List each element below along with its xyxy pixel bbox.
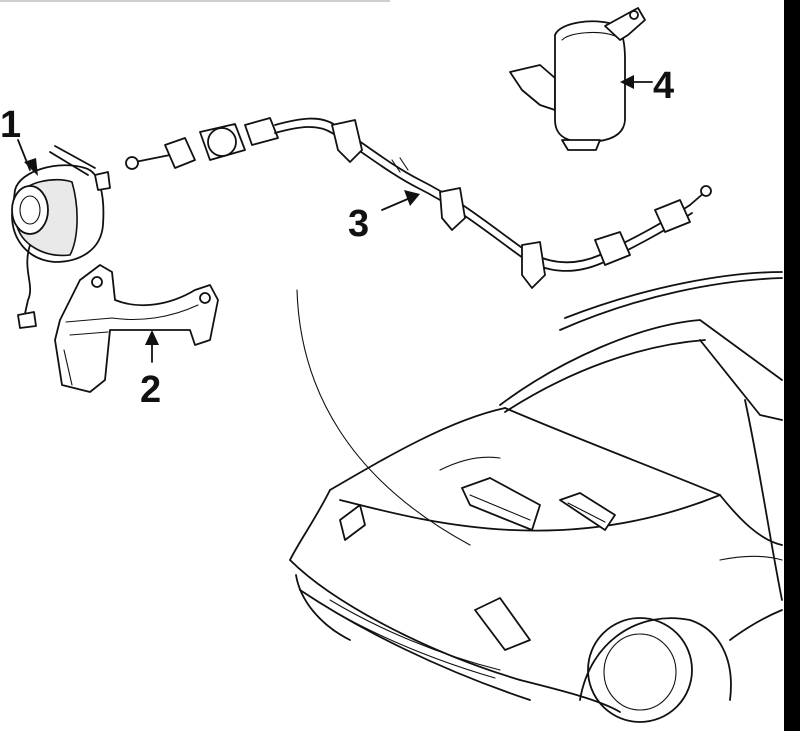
edge-bar xyxy=(784,0,800,731)
top-rule xyxy=(0,0,390,2)
callout-4-label: 4 xyxy=(653,65,674,107)
motor-part-icon xyxy=(11,145,111,329)
leader-arc xyxy=(296,289,471,546)
callout-3-label: 3 xyxy=(348,203,369,245)
cable-part-icon xyxy=(125,117,712,289)
module-part-icon xyxy=(509,7,646,151)
callout-2-label: 2 xyxy=(140,369,161,411)
bracket-part-icon xyxy=(54,264,219,393)
car-front-illustration xyxy=(289,271,783,723)
callout-1-label: 1 xyxy=(0,104,21,146)
callout-arrows xyxy=(17,75,653,363)
